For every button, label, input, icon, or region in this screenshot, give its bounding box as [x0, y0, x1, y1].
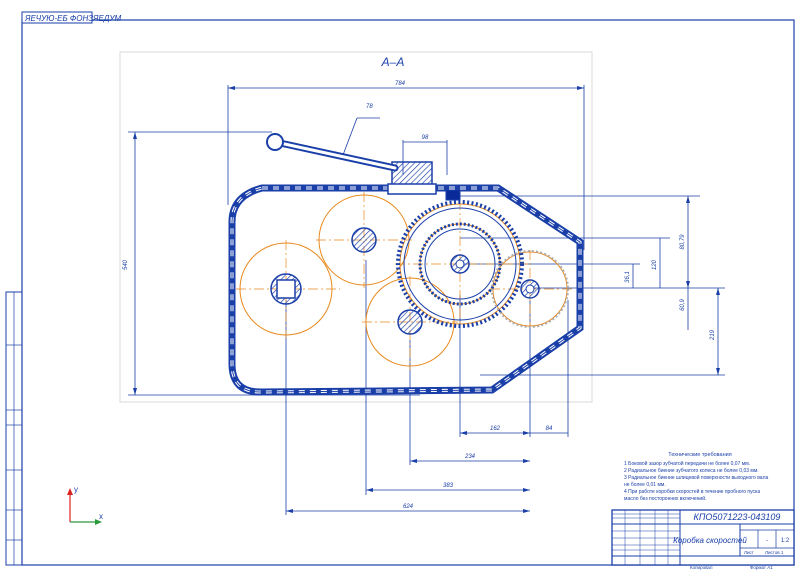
dim-234: 234 [464, 454, 476, 460]
tech-line: 4 При работе коробки скоростей в течение… [624, 488, 760, 495]
tech-line: масло без посторонних включений. [624, 495, 706, 502]
dim-80-79: 80,79 [680, 234, 686, 250]
view-frame [119, 51, 593, 403]
dim-handle-arm: 78 [366, 104, 373, 110]
dim-383: 383 [443, 483, 454, 489]
tech-line: не более 0,01 мм. [624, 482, 666, 488]
lever-boss [387, 161, 461, 201]
gearbox-housing [228, 184, 584, 396]
copied-label: Копировал [690, 565, 713, 570]
coordinate-axes-icon: y x [67, 485, 103, 525]
mass-value: - [766, 538, 768, 544]
dim-162: 162 [490, 426, 501, 432]
large-gear-teeth [396, 200, 569, 328]
dim-84: 84 [546, 426, 553, 432]
dim-60-9: 60,9 [680, 299, 686, 311]
tech-line: 3 Радиальное биение шлицевой поверхности… [624, 474, 768, 481]
tech-requirements: Технические требования 1 Боковой зазор з… [624, 452, 768, 502]
section-label: А–А [381, 55, 405, 69]
outer-frame [21, 19, 795, 566]
dim-540: 540 [123, 259, 129, 270]
tech-title: Технические требования [668, 452, 731, 458]
dimension-lines [128, 85, 725, 515]
corner-stamp: ЯЕЧУЮ-ЕБ ФОНЗЯЕДУМ [24, 14, 122, 23]
drawing-name: Коробка скоростей [673, 536, 747, 545]
title-block: КПО5071223-043109 Коробка скоростей - 1:… [611, 509, 795, 570]
corner-stamp-box [21, 11, 93, 24]
dim-98: 98 [422, 135, 429, 141]
shift-lever [266, 117, 399, 172]
axis-y-label: y [74, 485, 78, 494]
dim-120: 120 [652, 259, 658, 270]
format-label: Формат А1 [750, 565, 773, 570]
left-side-strip [5, 291, 23, 566]
dim-624: 624 [403, 504, 414, 510]
dim-784: 784 [395, 81, 406, 87]
dimension-arrows [133, 86, 720, 513]
sheets-label: Листов 1 [765, 550, 784, 555]
scale-value: 1:2 [781, 538, 790, 544]
doc-code: КПО5071223-043109 [694, 512, 781, 522]
shafts [270, 227, 540, 335]
tech-line: 1 Боковой зазор зубчатой передачи не бол… [624, 460, 750, 467]
sheet-label: Лист [744, 550, 754, 555]
dim-36-1: 36,1 [625, 271, 631, 283]
dim-219: 219 [710, 329, 716, 341]
axis-x-label: x [99, 512, 103, 521]
tech-line: 2 Радиальное биение зубчатого колеса не … [624, 468, 759, 474]
